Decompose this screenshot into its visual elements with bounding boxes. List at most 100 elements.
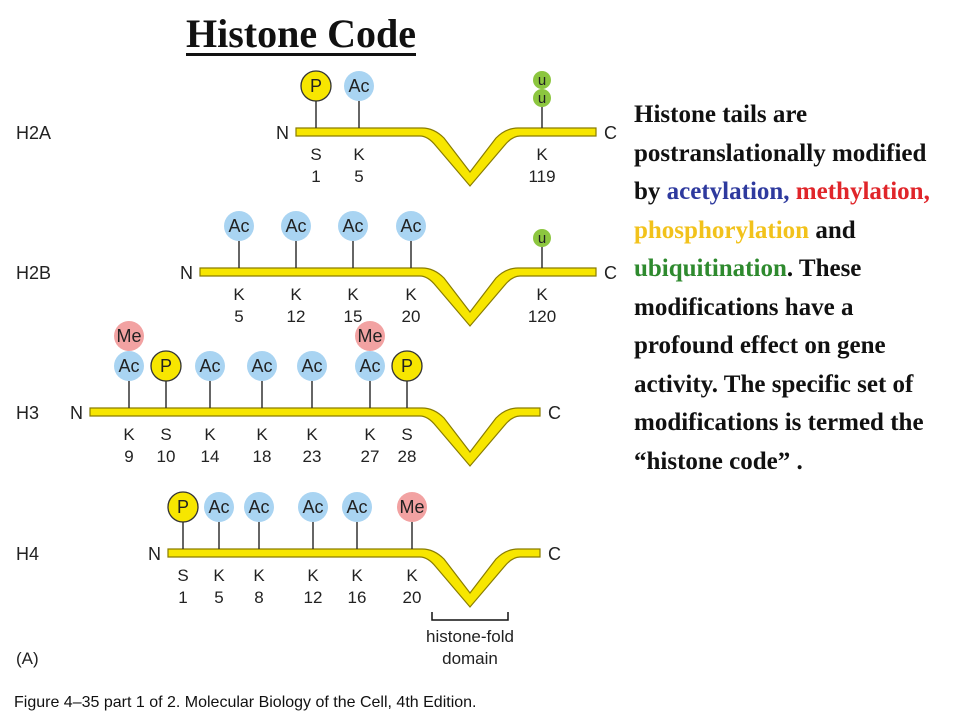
n-terminus: N [180, 263, 193, 283]
modification-p-marker [300, 70, 332, 102]
residue-number: 12 [287, 307, 306, 326]
modification-me-marker [355, 321, 385, 351]
residue-number: 20 [402, 307, 421, 326]
residue-letter: K [290, 285, 302, 304]
residue-number: 5 [354, 167, 363, 186]
residue-letter: K [405, 285, 417, 304]
residue-number: 119 [528, 167, 555, 186]
residue-number: 1 [311, 167, 320, 186]
residue-letter: K [536, 285, 548, 304]
modification-ac-marker [344, 71, 374, 101]
residue-letter: K [306, 425, 318, 444]
residue-letter: K [406, 566, 418, 585]
panel-label: (A) [16, 649, 39, 668]
modification-ac-label: Ac [228, 216, 249, 236]
residue-letter: S [310, 145, 321, 164]
modification-me-label: Me [357, 326, 382, 346]
modification-ac-label: Ac [302, 497, 323, 517]
modification-me-marker [114, 321, 144, 351]
modification-me-label: Me [399, 497, 424, 517]
modification-p-label: P [177, 497, 189, 517]
residue-k5: K 5 Ac [344, 71, 374, 186]
methylation-term: methylation, [795, 178, 930, 205]
residue-number: 27 [361, 447, 380, 466]
modification-ac-label: Ac [208, 497, 229, 517]
c-terminus: C [548, 544, 561, 564]
histone-fold-label-2: domain [442, 649, 498, 668]
histone-tail [295, 127, 597, 187]
modification-me-marker [397, 492, 427, 522]
phosphorylation-term: phosphorylation [634, 216, 810, 244]
modification-ac-label: Ac [348, 76, 369, 96]
histone-tail [199, 267, 597, 327]
residue-k23: K 23 Ac [297, 351, 327, 466]
residue-number: 23 [303, 447, 322, 466]
modification-p-label: P [310, 76, 322, 96]
modification-ac-marker [342, 492, 372, 522]
modification-ac-label: Ac [359, 356, 380, 376]
histone-tail [167, 548, 541, 608]
modification-u-label: u [538, 72, 546, 89]
residue-number: 120 [528, 307, 556, 326]
modification-ac-marker [281, 211, 311, 241]
modification-u-marker [533, 229, 551, 247]
modification-p-label: P [160, 356, 172, 376]
modification-ac-marker [247, 351, 277, 381]
histone-name: H2B [16, 263, 51, 283]
modification-ac-marker [338, 211, 368, 241]
modification-ac-label: Ac [199, 356, 220, 376]
residue-s1: S1P [167, 491, 199, 607]
modification-ac-label: Ac [285, 216, 306, 236]
residue-k20: K 20 Ac [396, 211, 426, 326]
figure-caption: Figure 4–35 part 1 of 2. Molecular Biolo… [14, 694, 477, 711]
residue-number: 14 [201, 447, 220, 466]
residue-s1: S 1 P [300, 70, 332, 186]
description-intro: Histone tails are postranslationally mod… [634, 101, 927, 205]
residue-k20: K 20 Me [397, 492, 427, 607]
histone-tail [89, 407, 541, 467]
n-terminus: N [70, 403, 83, 423]
modification-ac-marker [355, 351, 385, 381]
modification-ac-label: Ac [400, 216, 421, 236]
residue-number: 20 [403, 588, 422, 607]
residue-number: 28 [398, 447, 417, 466]
modification-ac-label: Ac [118, 356, 139, 376]
residue-number: 9 [124, 447, 133, 466]
residue-letter: K [347, 285, 359, 304]
residue-k27: K 27 Ac Me [355, 321, 385, 466]
residue-letter: K [353, 145, 365, 164]
ubiquitination-term: ubiquitination [634, 255, 787, 282]
n-terminus: N [148, 544, 161, 564]
residue-letter: K [364, 425, 376, 444]
acetylation-term: acetylation, [666, 178, 790, 205]
modification-me-label: Me [116, 326, 141, 346]
c-terminus: C [604, 123, 617, 143]
histone-name: H4 [16, 544, 39, 564]
n-terminus: N [276, 123, 289, 143]
histone-fold-label: histone-fold [426, 627, 514, 646]
residue-letter: K [256, 425, 268, 444]
description: Histone tails are postranslationally mod… [634, 96, 954, 481]
c-terminus: C [548, 403, 561, 423]
histone-name: H2A [16, 123, 51, 143]
residue-letter: K [253, 566, 265, 585]
residue-letter: K [123, 425, 135, 444]
modification-ac-marker [204, 492, 234, 522]
modification-ac-label: Ac [301, 356, 322, 376]
residue-number: 12 [304, 588, 323, 607]
modification-ac-label: Ac [251, 356, 272, 376]
